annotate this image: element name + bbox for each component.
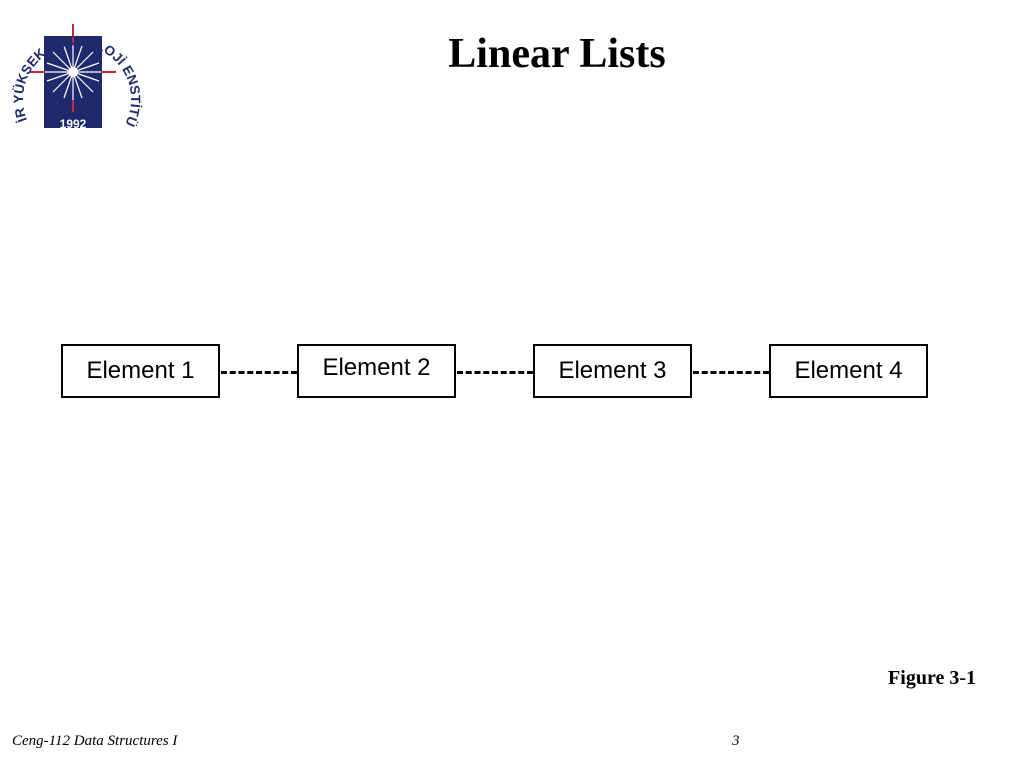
figure-caption: Figure 3-1 [888,667,976,689]
list-element-2: Element 2 [297,344,456,398]
list-element-1: Element 1 [61,344,220,398]
slide-title: Linear Lists [448,31,666,77]
page-number: 3 [732,733,740,749]
footer-course-name: Ceng-112 Data Structures I [12,733,178,749]
linear-list-diagram: Element 1 Element 2 Element 3 Element 4 [0,320,1024,430]
connector-2-3 [457,371,533,374]
list-element-3: Element 3 [533,344,692,398]
logo-year: 1992 [60,117,87,131]
institute-logo: 1992 İZMİR YÜKSEK TEKNOLOJİ ENSTİTÜSÜ [8,4,143,131]
connector-3-4 [693,371,769,374]
list-element-label: Element 4 [794,357,903,384]
list-element-label: Element 1 [86,357,195,384]
list-element-4: Element 4 [769,344,928,398]
list-element-label: Element 3 [558,357,667,384]
connector-1-2 [221,371,297,374]
list-element-label: Element 2 [322,354,431,381]
